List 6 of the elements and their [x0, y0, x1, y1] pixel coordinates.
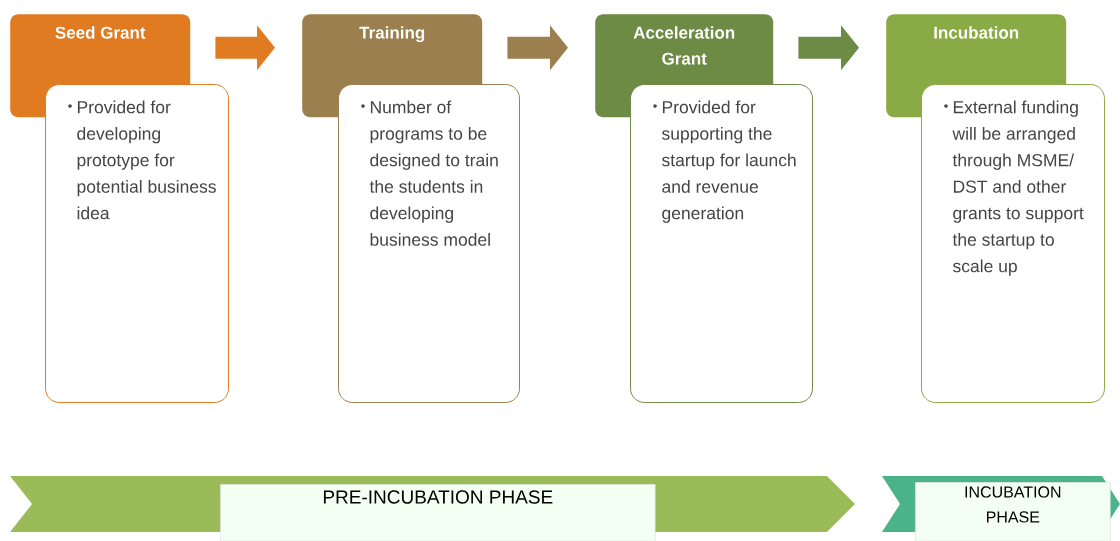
description-box: External funding will be arranged through MSME/ DST and other grants to support the startup to scale up [921, 84, 1105, 403]
phase-banner: PRE-INCUBATION PHASE [10, 476, 855, 541]
description-box: Provided for developing prototype for potential business idea [45, 84, 229, 403]
description-box: Provided for supporting the startup for launch and revenue generation [630, 84, 813, 403]
phase-banner: INCUBATION PHASE [882, 476, 1120, 541]
description-box: Number of programs to be designed to train the students in developing business model [338, 84, 520, 403]
